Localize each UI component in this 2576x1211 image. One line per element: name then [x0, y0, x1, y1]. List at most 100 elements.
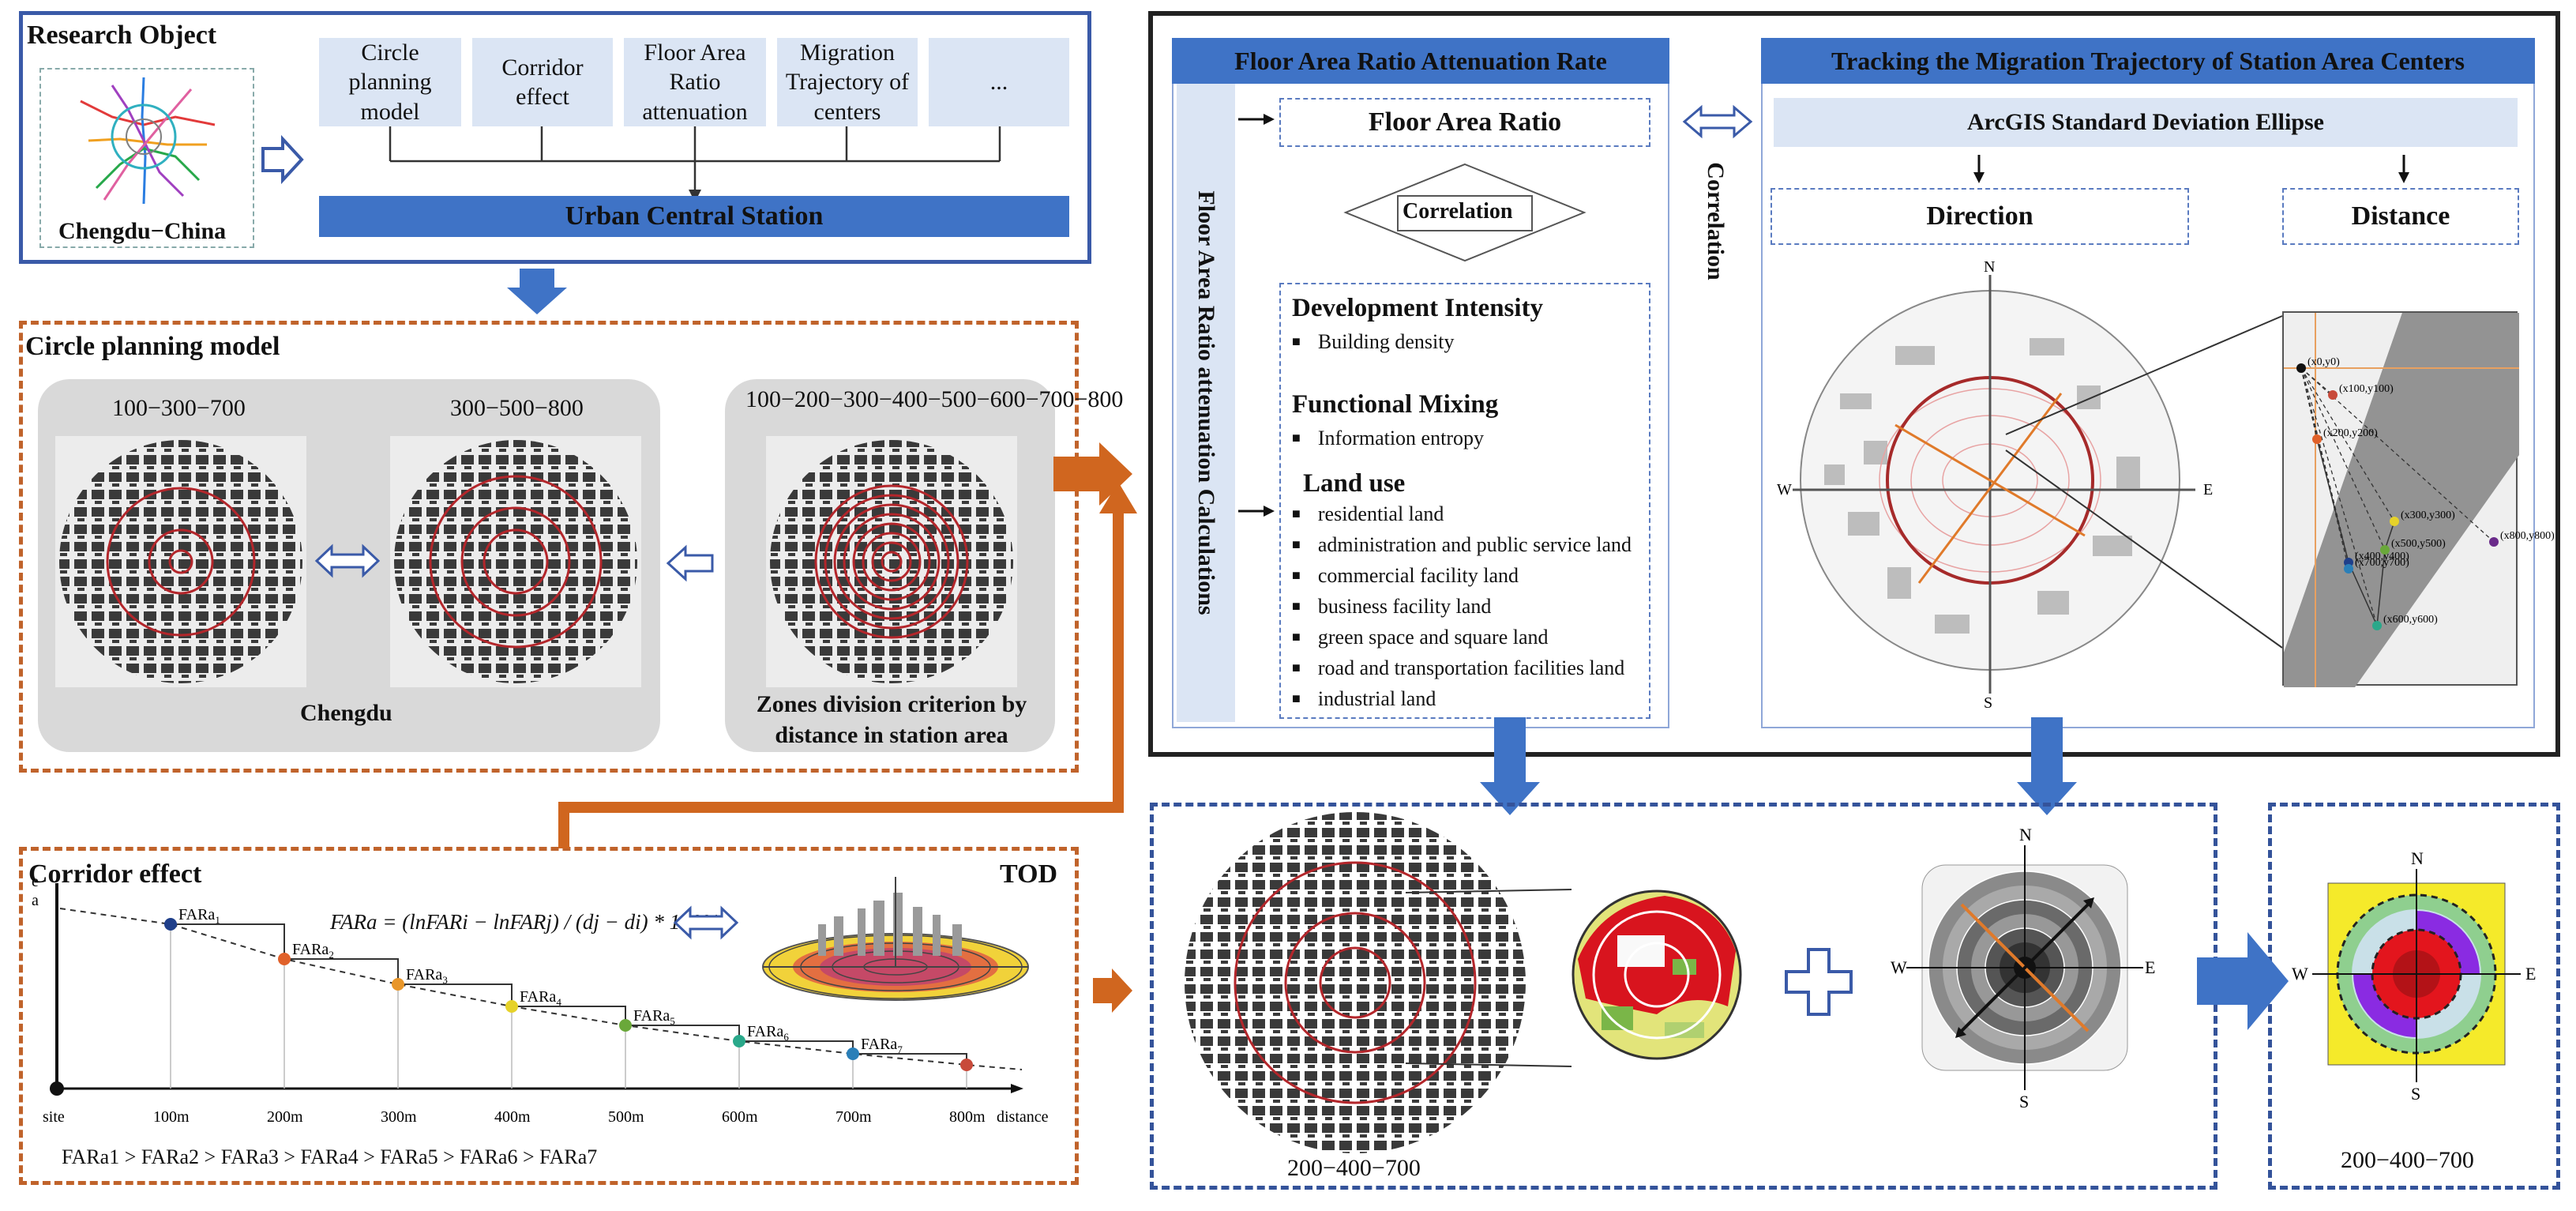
arrow-down-3-icon — [2017, 717, 2077, 815]
point-label: FARa1 — [178, 906, 220, 926]
map-compass-s: S — [1984, 694, 1992, 712]
indicators-box — [1279, 283, 1650, 719]
center-point — [2489, 537, 2499, 547]
small-arrow-1-icon — [1238, 114, 1275, 125]
arcgis-band: ArcGIS Standard Deviation Ellipse — [1774, 98, 2518, 147]
plus-icon — [1785, 948, 1853, 1016]
ellipse-map: N S W E — [1777, 258, 2213, 712]
tick-label: 800m — [949, 1108, 986, 1126]
center-point — [2312, 434, 2322, 444]
center-point — [2296, 363, 2306, 373]
circle-planning-title: Circle planning model — [25, 332, 280, 361]
metro-map-icon — [80, 77, 216, 205]
research-item-far: Floor Area Ratio attenuation — [624, 38, 766, 126]
model-label-1: 100−300−700 — [112, 395, 246, 421]
y-label-line-1: e — [32, 873, 39, 890]
y-label-line-2: a — [32, 892, 39, 909]
dev-item: Building density — [1292, 330, 1455, 354]
double-arrow-icon — [314, 543, 381, 578]
orange-connector — [558, 482, 1137, 848]
tick-label: 400m — [494, 1108, 531, 1126]
trajectory-line — [2300, 367, 2378, 626]
dev-title: Development Intensity — [1292, 294, 1544, 322]
compass-n: N — [2019, 825, 2032, 844]
center-label: (x100,y100) — [2339, 383, 2394, 395]
result-label-left: 200−400−700 — [1287, 1155, 1421, 1181]
middle-correlation-label: Correlation — [1703, 162, 1729, 280]
step-line — [625, 1025, 740, 1041]
zones-caption: Zones division criterion by distance in … — [756, 691, 1027, 748]
research-object-panel — [19, 11, 1091, 264]
arrow-down-1-icon — [507, 269, 567, 314]
data-point — [278, 953, 291, 965]
distance-box: Distance — [2282, 188, 2519, 245]
direction-box: Direction — [1771, 188, 2189, 245]
research-item-migration: Migration Trajectory of centers — [777, 38, 918, 126]
point-label: FARa4 — [520, 988, 561, 1008]
center-point — [2380, 545, 2390, 555]
origin-label: site — [43, 1108, 65, 1126]
formula-double-arrow-icon — [673, 905, 739, 940]
tick-label: 100m — [153, 1108, 190, 1126]
arrow-to-direction-icon — [1973, 155, 1985, 183]
land-item-5: green space and square land — [1292, 626, 1549, 649]
point-label: FARa2 — [292, 941, 334, 961]
map-8-rings — [766, 436, 1017, 687]
hollow-arrow-right-icon — [261, 134, 304, 185]
center-label: (x0,y0) — [2308, 356, 2340, 368]
step-line — [398, 983, 513, 1006]
data-point — [164, 918, 177, 931]
compass-s: S — [2019, 1092, 2029, 1111]
research-object-title: Research Object — [27, 21, 217, 50]
land-item-7: industrial land — [1292, 687, 1436, 711]
center-label: (x300,y300) — [2401, 510, 2455, 521]
data-point — [505, 1000, 518, 1013]
research-item-circle-planning: Circle planning model — [319, 38, 461, 126]
center-point — [2344, 564, 2353, 574]
point-label: FARa6 — [747, 1023, 789, 1043]
orange-arrow-right-1-icon — [1053, 442, 1132, 506]
arrow-down-2-icon — [1480, 717, 1540, 815]
land-item-6: road and transportation facilities land — [1292, 656, 1624, 680]
corridor-chart: e a site distance 100mFARa1200mFARa2300m… — [32, 873, 1049, 1126]
research-item-corridor: Corridor effect — [472, 38, 613, 126]
map-compass-e: E — [2203, 481, 2213, 498]
orange-arrow-right-2-icon — [1093, 968, 1132, 1013]
corridor-effect-panel — [19, 847, 1079, 1185]
data-point — [619, 1019, 632, 1032]
x-axis-label: distance — [997, 1108, 1049, 1126]
step-line — [171, 923, 285, 959]
final-result-map: N S W E — [2292, 848, 2536, 1104]
point-label: FARa3 — [406, 966, 448, 986]
arrow-to-distance-icon — [2398, 155, 2409, 183]
research-item-more: ... — [929, 38, 1069, 126]
urban-central-station-band: Urban Central Station — [319, 196, 1069, 237]
land-item-1: residential land — [1292, 502, 1444, 526]
circle-planning-panel — [19, 321, 1079, 773]
step-line — [512, 1006, 626, 1025]
compass-w: W — [1891, 957, 1907, 977]
result-label-right: 200−400−700 — [2341, 1147, 2474, 1173]
tick-label: 500m — [608, 1108, 644, 1126]
map-compass-n: N — [1984, 258, 1995, 276]
data-point — [847, 1047, 859, 1060]
big-arrow-right-icon — [2197, 932, 2289, 1030]
far-side-label: Floor Area Ratio attenuation Calculation… — [1193, 190, 1219, 615]
tod-3d-image — [762, 877, 1029, 1001]
tracking-title: Tracking the Migration Trajectory of Sta… — [1761, 38, 2535, 84]
correlation-label: Correlation — [1403, 199, 1513, 224]
far-formula: FARa = (lnFARi − lnFARj) / (dj − di) * 1… — [330, 910, 719, 934]
city-label: Chengdu−China — [58, 218, 227, 244]
point-label: FARa5 — [633, 1007, 675, 1027]
map-300-500-800 — [390, 436, 641, 687]
result-map-large — [1185, 812, 1526, 1153]
tick-label: 600m — [722, 1108, 758, 1126]
compass-e: E — [2145, 957, 2155, 977]
origin-dot — [50, 1081, 64, 1096]
migration-inset: (x0,y0)(x100,y100)(x200,y200)(x300,y300)… — [2282, 311, 2555, 687]
data-point — [392, 978, 404, 991]
far-attenuation-title: Floor Area Ratio Attenuation Rate — [1172, 38, 1669, 84]
middle-double-arrow-icon — [1682, 104, 1753, 139]
metro-map-box: Chengdu−China — [39, 68, 254, 248]
